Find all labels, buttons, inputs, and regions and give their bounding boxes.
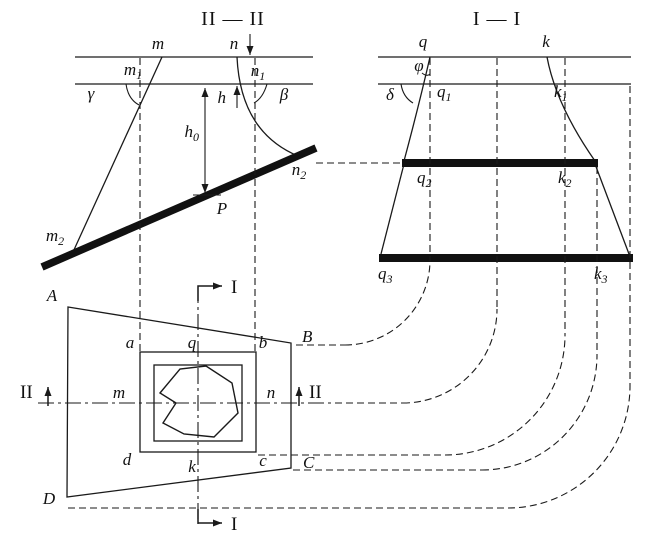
label-delta: δ [386,85,395,104]
label-m2: m2 [46,226,64,248]
label-k3: k3 [594,264,608,286]
label-beta: β [279,85,289,104]
section-i-mark-bottom [197,509,222,527]
label-d: d [123,450,132,469]
label-q1: q1 [437,82,452,104]
proj-arc4 [481,354,598,471]
label-q2: q2 [417,168,432,190]
section-i-view [378,56,633,262]
mark-label-ii-left: II [20,382,33,403]
label-n: n [230,34,239,53]
s11-right-slope-curve [546,56,596,162]
label-C: C [303,453,315,472]
plan-ore-body-outline [158,365,239,438]
diagram-labels: II — II I — I m n m1 n1 γ β h h0 P n2 m2… [20,8,608,535]
label-k2: k2 [558,168,572,190]
label-a: a [126,333,135,352]
title-section-i: I — I [473,8,521,30]
label-q3: q3 [378,264,393,286]
beta-angle-arc [253,83,268,104]
label-m1: m1 [124,60,142,82]
label-m: m [152,34,164,53]
s11-right-lower-slope [594,163,630,255]
proj-arc2 [402,308,498,404]
label-c: c [259,451,267,470]
label-n-plan: n [267,383,276,402]
delta-angle-arc [400,83,414,104]
label-n1: n1 [251,61,266,83]
label-k1: k1 [554,82,568,104]
mark-label-i-top: I [231,277,237,298]
label-A: A [46,286,58,305]
label-phi: φ [414,56,423,75]
label-P: P [216,199,227,218]
label-B: B [302,327,313,346]
mark-label-ii-right: II [309,382,322,403]
label-m-plan: m [113,383,125,402]
s22-left-slope-line [72,56,163,253]
proj-arc5 [507,385,631,509]
s11-left-lower-slope [380,163,405,255]
section-i-mark-top [197,282,222,301]
label-k: k [542,32,550,51]
section-ii-view [40,34,318,271]
plan-view [38,282,333,527]
gamma-angle-arc [125,83,140,106]
s22-right-slope-curve [236,56,299,157]
s22-inclined-seam-line [40,144,318,271]
label-h: h [218,88,227,107]
plan-outer-boundary [66,306,292,498]
label-k-plan: k [188,457,196,476]
label-b: b [259,333,268,352]
label-D: D [42,489,56,508]
title-section-ii: II — II [201,8,265,30]
label-n2: n2 [292,160,307,182]
mark-label-i-bottom: I [231,514,237,535]
projection-lines [68,58,631,509]
label-gamma: γ [88,84,96,103]
s11-left-slope-curve [403,56,431,162]
label-q-plan: q [188,333,197,352]
proj-arc3 [444,334,566,456]
proj-arc1 [344,259,431,346]
label-q: q [419,32,428,51]
label-h0: h0 [185,122,200,144]
